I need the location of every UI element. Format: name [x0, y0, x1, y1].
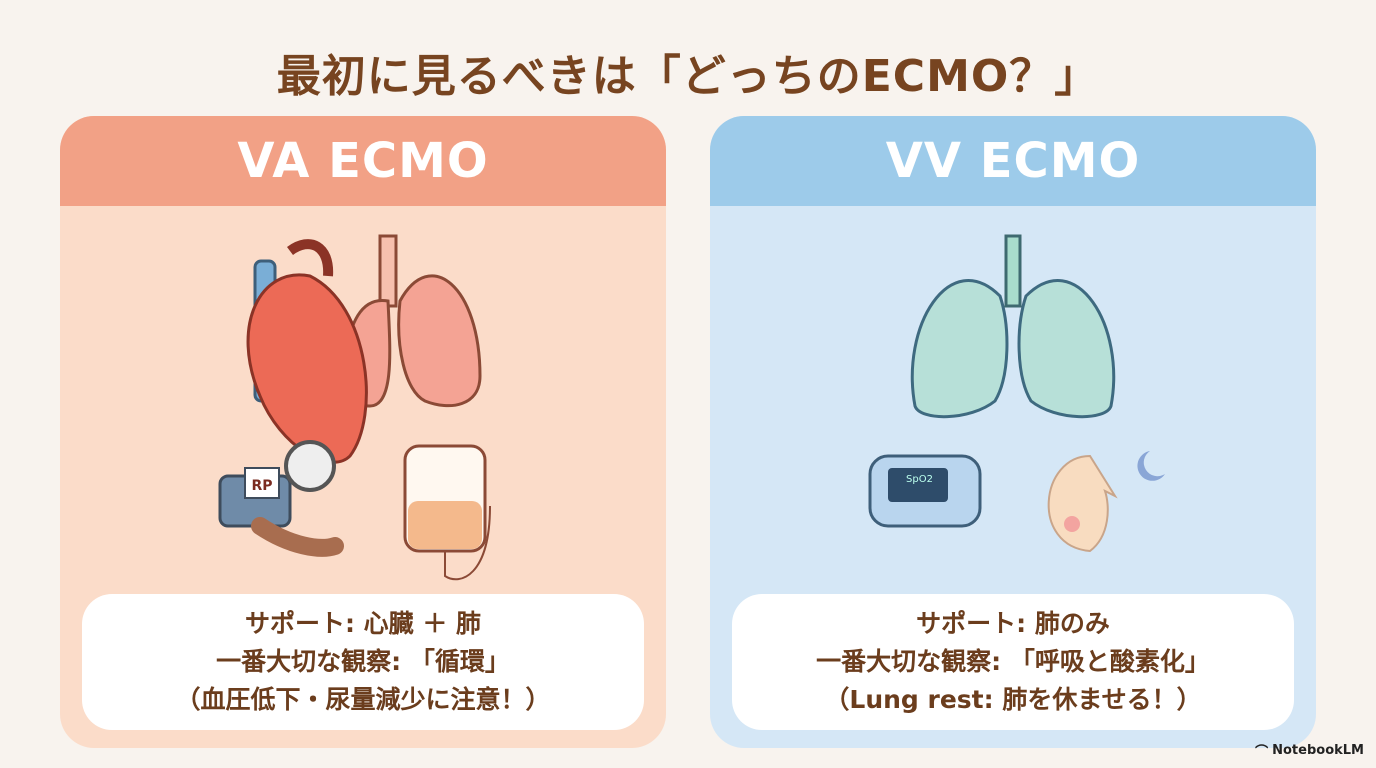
page-title: 最初に見るべきは「どっちのECMO？」	[276, 51, 1100, 102]
oximeter-label: SpO2	[906, 474, 933, 485]
va-support-text: サポート: 心臓 ＋ 肺	[244, 609, 482, 638]
vv-summary-box: サポート: 肺のみ 一番大切な観察: 「呼吸と酸素化」 （Lung rest: …	[732, 594, 1294, 730]
va-ecmo-header: VA ECMO	[60, 116, 666, 206]
vv-ecmo-header: VV ECMO	[710, 116, 1316, 206]
va-caution-text: （血圧低下・尿量減少に注意！）	[175, 685, 551, 714]
notebooklm-logo-icon: ⌒	[1255, 745, 1269, 760]
vv-observation-text: 一番大切な観察: 「呼吸と酸素化」	[816, 647, 1210, 676]
vv-support-text: サポート: 肺のみ	[916, 609, 1110, 638]
heart-lungs-icon	[246, 234, 482, 464]
vv-illustrations: SpO2	[868, 234, 1165, 553]
cuff-label: RP	[251, 478, 272, 494]
pulse-oximeter-icon: SpO2	[868, 454, 982, 528]
va-summary-box: サポート: 心臓 ＋ 肺 一番大切な観察: 「循環」 （血圧低下・尿量減少に注意…	[82, 594, 644, 730]
lungs-icon	[910, 234, 1116, 419]
notebooklm-watermark: ⌒ NotebookLM	[1255, 741, 1364, 760]
sleeping-face-icon	[1047, 451, 1165, 553]
urine-bag-icon	[403, 444, 491, 581]
vv-goal-text: （Lung rest: 肺を休ませる！）	[824, 685, 1202, 714]
brand-text: NotebookLM	[1272, 743, 1364, 758]
va-observation-text: 一番大切な観察: 「循環」	[216, 647, 510, 676]
vv-ecmo-panel: VV ECMO SpO2 サポート: 肺のみ 一番大切な観察: 「呼吸と酸素化」…	[710, 116, 1316, 748]
va-ecmo-panel: VA ECMO RP サポート: 心臓 ＋ 肺 一番大切な観察: 「循環」 （血…	[60, 116, 666, 748]
blood-pressure-cuff-icon: RP	[218, 440, 344, 557]
va-illustrations: RP	[218, 234, 491, 581]
